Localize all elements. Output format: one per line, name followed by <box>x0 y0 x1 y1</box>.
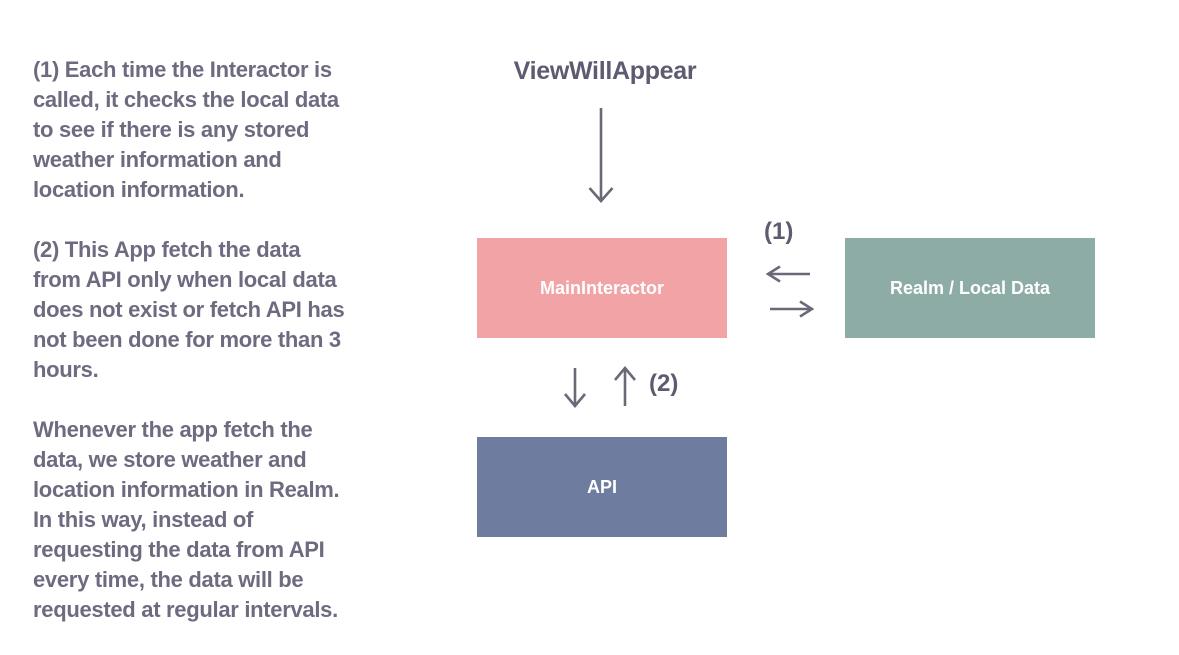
note-line: to see if there is any stored <box>33 117 310 142</box>
note-line: requested at regular intervals. <box>33 597 338 622</box>
down-arrow-icon <box>563 366 587 408</box>
diagram-canvas: (1) Each time the Interactor is called, … <box>33 57 1095 622</box>
note-line: data, we store weather and <box>33 447 307 472</box>
note-line: does not exist or fetch API has <box>33 297 345 322</box>
viewwillappear-label: ViewWillAppear <box>513 57 697 85</box>
note-line: location information in Realm. <box>33 477 340 502</box>
node-label: MainInteractor <box>539 277 665 298</box>
note-line: every time, the data will be <box>33 567 304 592</box>
note-line: hours. <box>33 357 99 382</box>
node-main-interactor: MainInteractor <box>477 238 727 338</box>
note-line: (1) Each time the Interactor is <box>33 57 332 82</box>
edge-label-2: (2) <box>649 370 679 397</box>
note-line: (2) This App fetch the data <box>33 237 301 262</box>
note-line: not been done for more than 3 <box>33 327 341 352</box>
note-paragraph-1: (1) Each time the Interactor is called, … <box>33 55 433 205</box>
node-realm-local-data: Realm / Local Data <box>845 238 1095 338</box>
entry-down-arrow-icon <box>588 107 614 205</box>
right-arrow-icon <box>768 300 814 318</box>
note-line: In this way, instead of <box>33 507 254 532</box>
note-line: from API only when local data <box>33 267 337 292</box>
up-arrow-icon <box>613 366 637 408</box>
notes-column: (1) Each time the Interactor is called, … <box>33 55 433 655</box>
note-line: called, it checks the local data <box>33 87 339 112</box>
note-paragraph-3: Whenever the app fetch the data, we stor… <box>33 415 433 625</box>
note-line: location information. <box>33 177 245 202</box>
note-paragraph-2: (2) This App fetch the data from API onl… <box>33 235 433 385</box>
edge-label-1: (1) <box>764 218 794 245</box>
left-arrow-icon <box>766 265 812 283</box>
note-line: requesting the data from API <box>33 537 325 562</box>
note-line: Whenever the app fetch the <box>33 417 313 442</box>
node-label: Realm / Local Data <box>889 277 1051 298</box>
note-line: weather information and <box>33 147 282 172</box>
node-api: API <box>477 437 727 537</box>
node-label: API <box>586 476 617 497</box>
